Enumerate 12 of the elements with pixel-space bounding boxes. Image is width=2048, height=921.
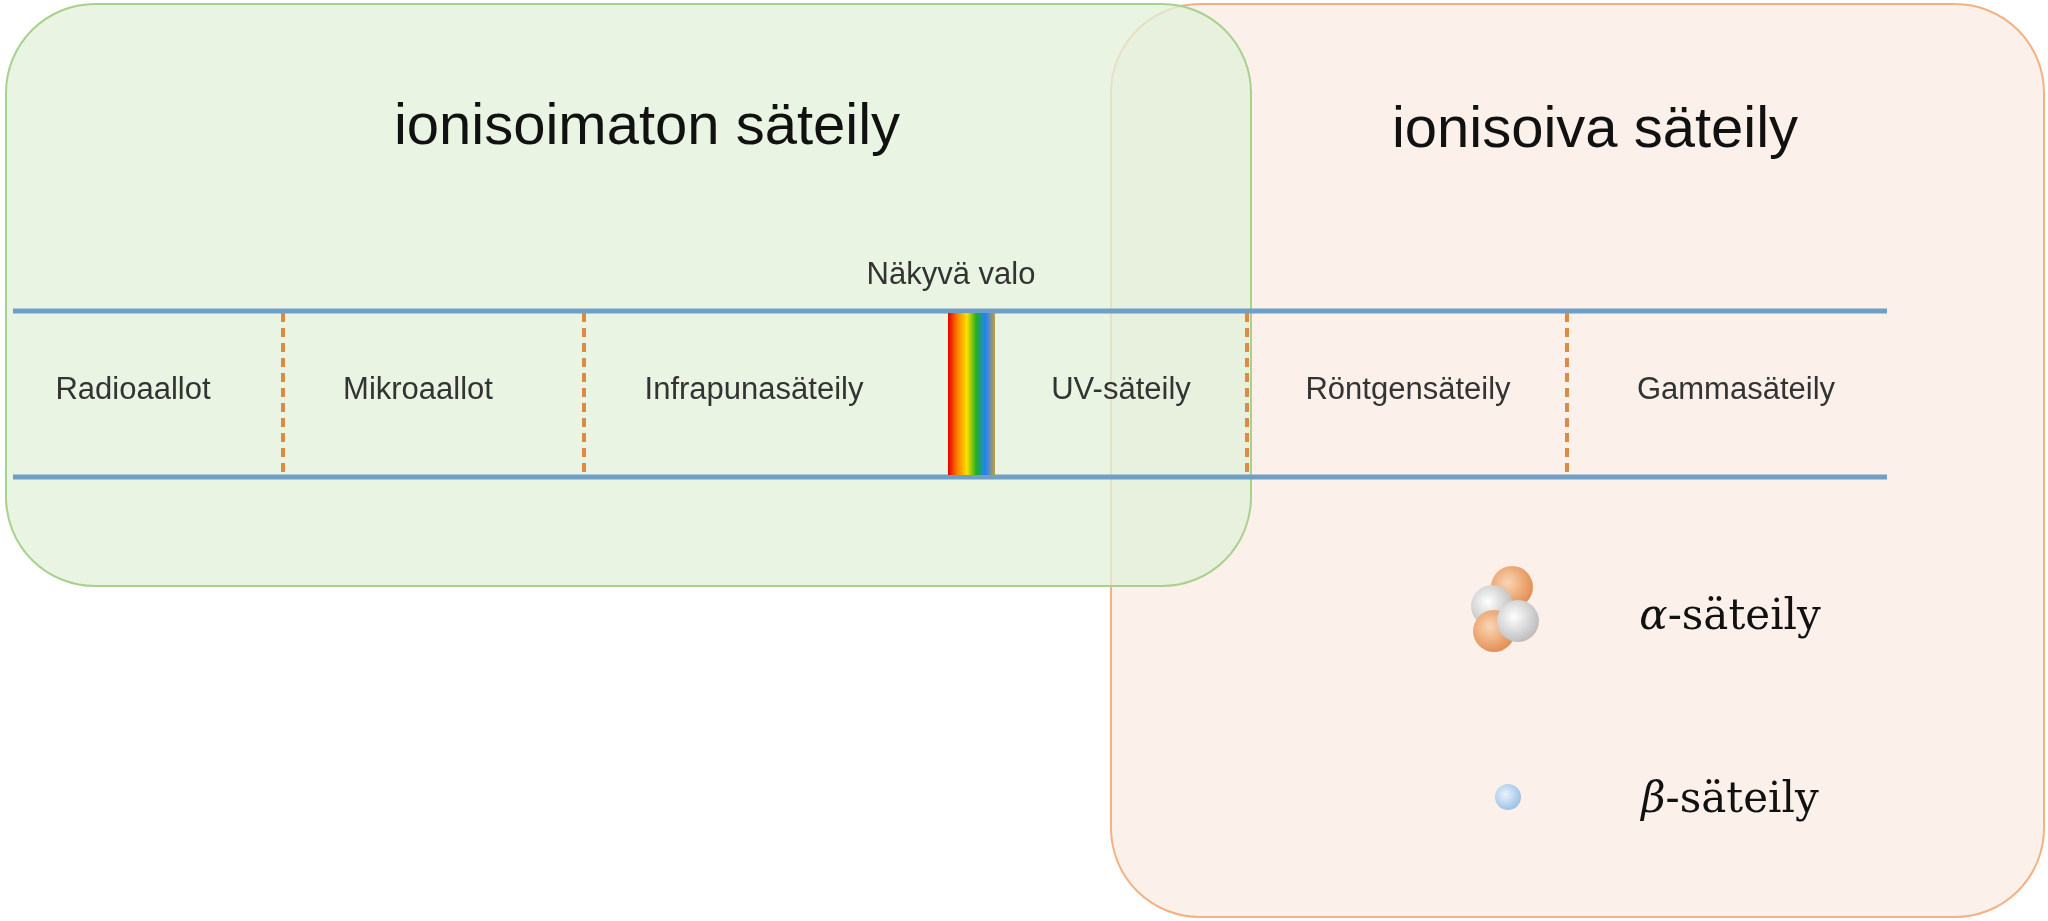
spectrum-label: Gammasäteily bbox=[1636, 371, 1836, 407]
spectrum-label: UV-säteily bbox=[1051, 371, 1191, 407]
spectrum-label: Radioaallot bbox=[55, 371, 211, 407]
spectrum-label: Infrapunasäteily bbox=[644, 371, 864, 407]
panel-title: ionisoiva säteily bbox=[1391, 92, 1799, 160]
radiation-label: β-säteily bbox=[1641, 772, 1819, 822]
radiation-label: α-säteily bbox=[1639, 589, 1821, 639]
panel-title: ionisoimaton säteily bbox=[393, 89, 901, 157]
category-panel bbox=[5, 3, 1252, 587]
spectrum-label: Röntgensäteily bbox=[1305, 371, 1511, 407]
spectrum-label: Mikroaallot bbox=[343, 371, 493, 407]
spectrum-label: Näkyvä valo bbox=[866, 256, 1036, 292]
